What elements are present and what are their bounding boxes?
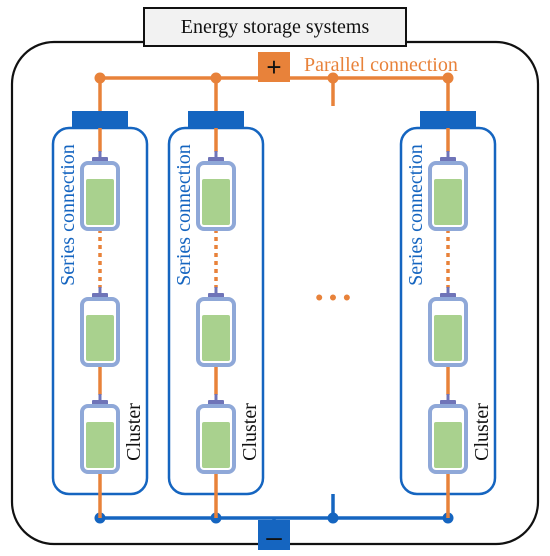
cluster-label: Cluster: [239, 403, 261, 461]
battery-cell: [80, 394, 120, 474]
cluster-top-connector: [188, 111, 244, 128]
battery-charge: [86, 315, 114, 361]
battery-charge: [434, 179, 462, 225]
minus-sign: –: [266, 521, 282, 552]
battery-cell: [80, 287, 120, 367]
battery-cell: [428, 151, 468, 231]
series-connection-label: Series connection: [405, 144, 427, 286]
cluster-top-connector: [420, 111, 476, 128]
cluster-label: Cluster: [123, 403, 145, 461]
series-connection-label: Series connection: [173, 144, 195, 286]
positive-terminal: [258, 52, 290, 82]
battery-charge: [86, 179, 114, 225]
battery-charge: [202, 422, 230, 468]
more-clusters-ellipsis: • • •: [315, 285, 350, 310]
parallel-connection-label: Parallel connection: [304, 54, 458, 76]
battery-cell: [196, 394, 236, 474]
cluster-label: Cluster: [471, 403, 493, 461]
title-box: [143, 7, 407, 47]
battery-cell: [428, 287, 468, 367]
cluster-top-connector: [72, 111, 128, 128]
battery-charge: [86, 422, 114, 468]
battery-charge: [202, 315, 230, 361]
battery-cell: [196, 151, 236, 231]
series-connection-label: Series connection: [57, 144, 79, 286]
battery-cell: [196, 287, 236, 367]
battery-cell: [80, 151, 120, 231]
plus-sign: +: [266, 52, 281, 82]
battery-charge: [434, 315, 462, 361]
battery-charge: [202, 179, 230, 225]
negative-terminal: [258, 520, 290, 550]
battery-charge: [434, 422, 462, 468]
battery-cell: [428, 394, 468, 474]
title-text: Energy storage systems: [181, 16, 370, 38]
positive-bus-nodes: [94, 72, 454, 84]
